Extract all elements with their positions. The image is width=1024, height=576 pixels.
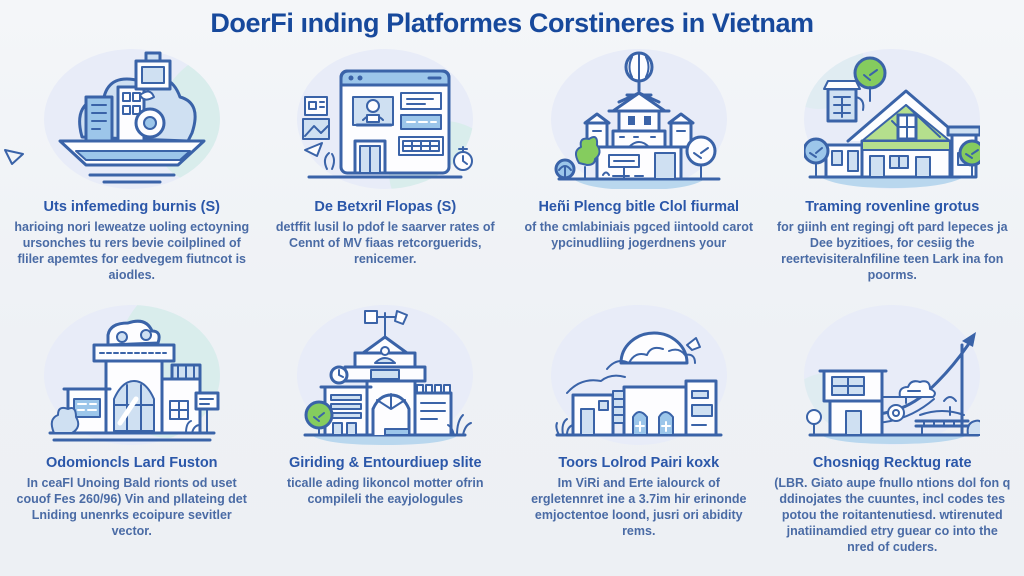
- panel-body: Im ViRi and Erte ialourck of ergletennre…: [531, 475, 747, 538]
- panel-heading: Odomioncls Lard Fuston: [45, 455, 218, 471]
- panel-growth-house: Chosniqg Recktug rate (LBR. Giato aupe f…: [767, 305, 1019, 557]
- panel-illustration: [804, 305, 981, 445]
- panel-heading: De Betxril Flopas (S): [314, 199, 457, 215]
- panel-illustration: [550, 49, 727, 189]
- page-title: DoerFi ınding Platformes Corstineres in …: [210, 8, 814, 38]
- browser-office-icon: [302, 69, 474, 179]
- panel-illustration: [804, 49, 981, 189]
- panel-browser-office: De Betxril Flopas (S) detffit lusil lo p…: [260, 49, 512, 301]
- panel-body: harioing nori leweatze uoling ectoyning …: [14, 219, 250, 282]
- panel-arch-gate: Giriding & Entourdiuep slite ticalle adi…: [260, 305, 512, 557]
- growth-house-icon: [806, 332, 981, 444]
- panel-heading: Heñi Plencg bitle Clol fiurmal: [538, 199, 740, 215]
- panel-illustration: [550, 305, 727, 445]
- panel-cargo-ship: Uts infemeding burnis (S) harioing nori …: [6, 49, 258, 301]
- panel-body: of the cmlabiniais pgced iintoold carot …: [524, 219, 754, 250]
- panel-heading: Giriding & Entourdiuep slite: [288, 455, 482, 471]
- panel-heading: Uts infemeding burnis (S): [43, 199, 220, 215]
- arch-gate-building-icon: [303, 310, 473, 445]
- panel-illustration: [297, 305, 474, 445]
- panel-body: (LBR. Giato aupe fnullo ntions dol fon q…: [774, 475, 1011, 554]
- panel-heading: Chosniqg Recktug rate: [812, 455, 972, 471]
- panel-domed-house: Toors Lolrod Pairi koxk Im ViRi and Erte…: [513, 305, 765, 557]
- panel-illustration: [43, 49, 220, 189]
- panel-grid: Uts infemeding burnis (S) harioing nori …: [0, 39, 1024, 557]
- cargo-ship-icon: [58, 51, 206, 184]
- storefront-icon: [48, 319, 220, 442]
- panel-storefront: Odomioncls Lard Fuston In ceaFl Unoing B…: [6, 305, 258, 557]
- panel-heading: Traming rovenline grotus: [805, 199, 980, 215]
- panel-temple: Heñi Plencg bitle Clol fiurmal of the cm…: [513, 49, 765, 301]
- temple-building-icon: [554, 51, 721, 189]
- panel-eco-houses: Traming rovenline grotus for giinh ent r…: [767, 49, 1019, 301]
- panel-illustration: [297, 49, 474, 189]
- panel-body: In ceaFl Unoing Bald rionts od uset couo…: [16, 475, 247, 538]
- triangle-decoration: [4, 149, 24, 165]
- panel-body: ticalle ading likoncol motter ofrin comp…: [286, 475, 484, 506]
- domed-house-icon: [555, 331, 723, 437]
- eco-houses-icon: [804, 56, 981, 188]
- panel-body: detffit lusil lo pdof le saarver rates o…: [275, 219, 495, 266]
- panel-illustration: [43, 305, 220, 445]
- panel-heading: Toors Lolrod Pairi koxk: [558, 455, 720, 471]
- panel-body: for giinh ent regingj oft pard lepeces j…: [776, 219, 1008, 282]
